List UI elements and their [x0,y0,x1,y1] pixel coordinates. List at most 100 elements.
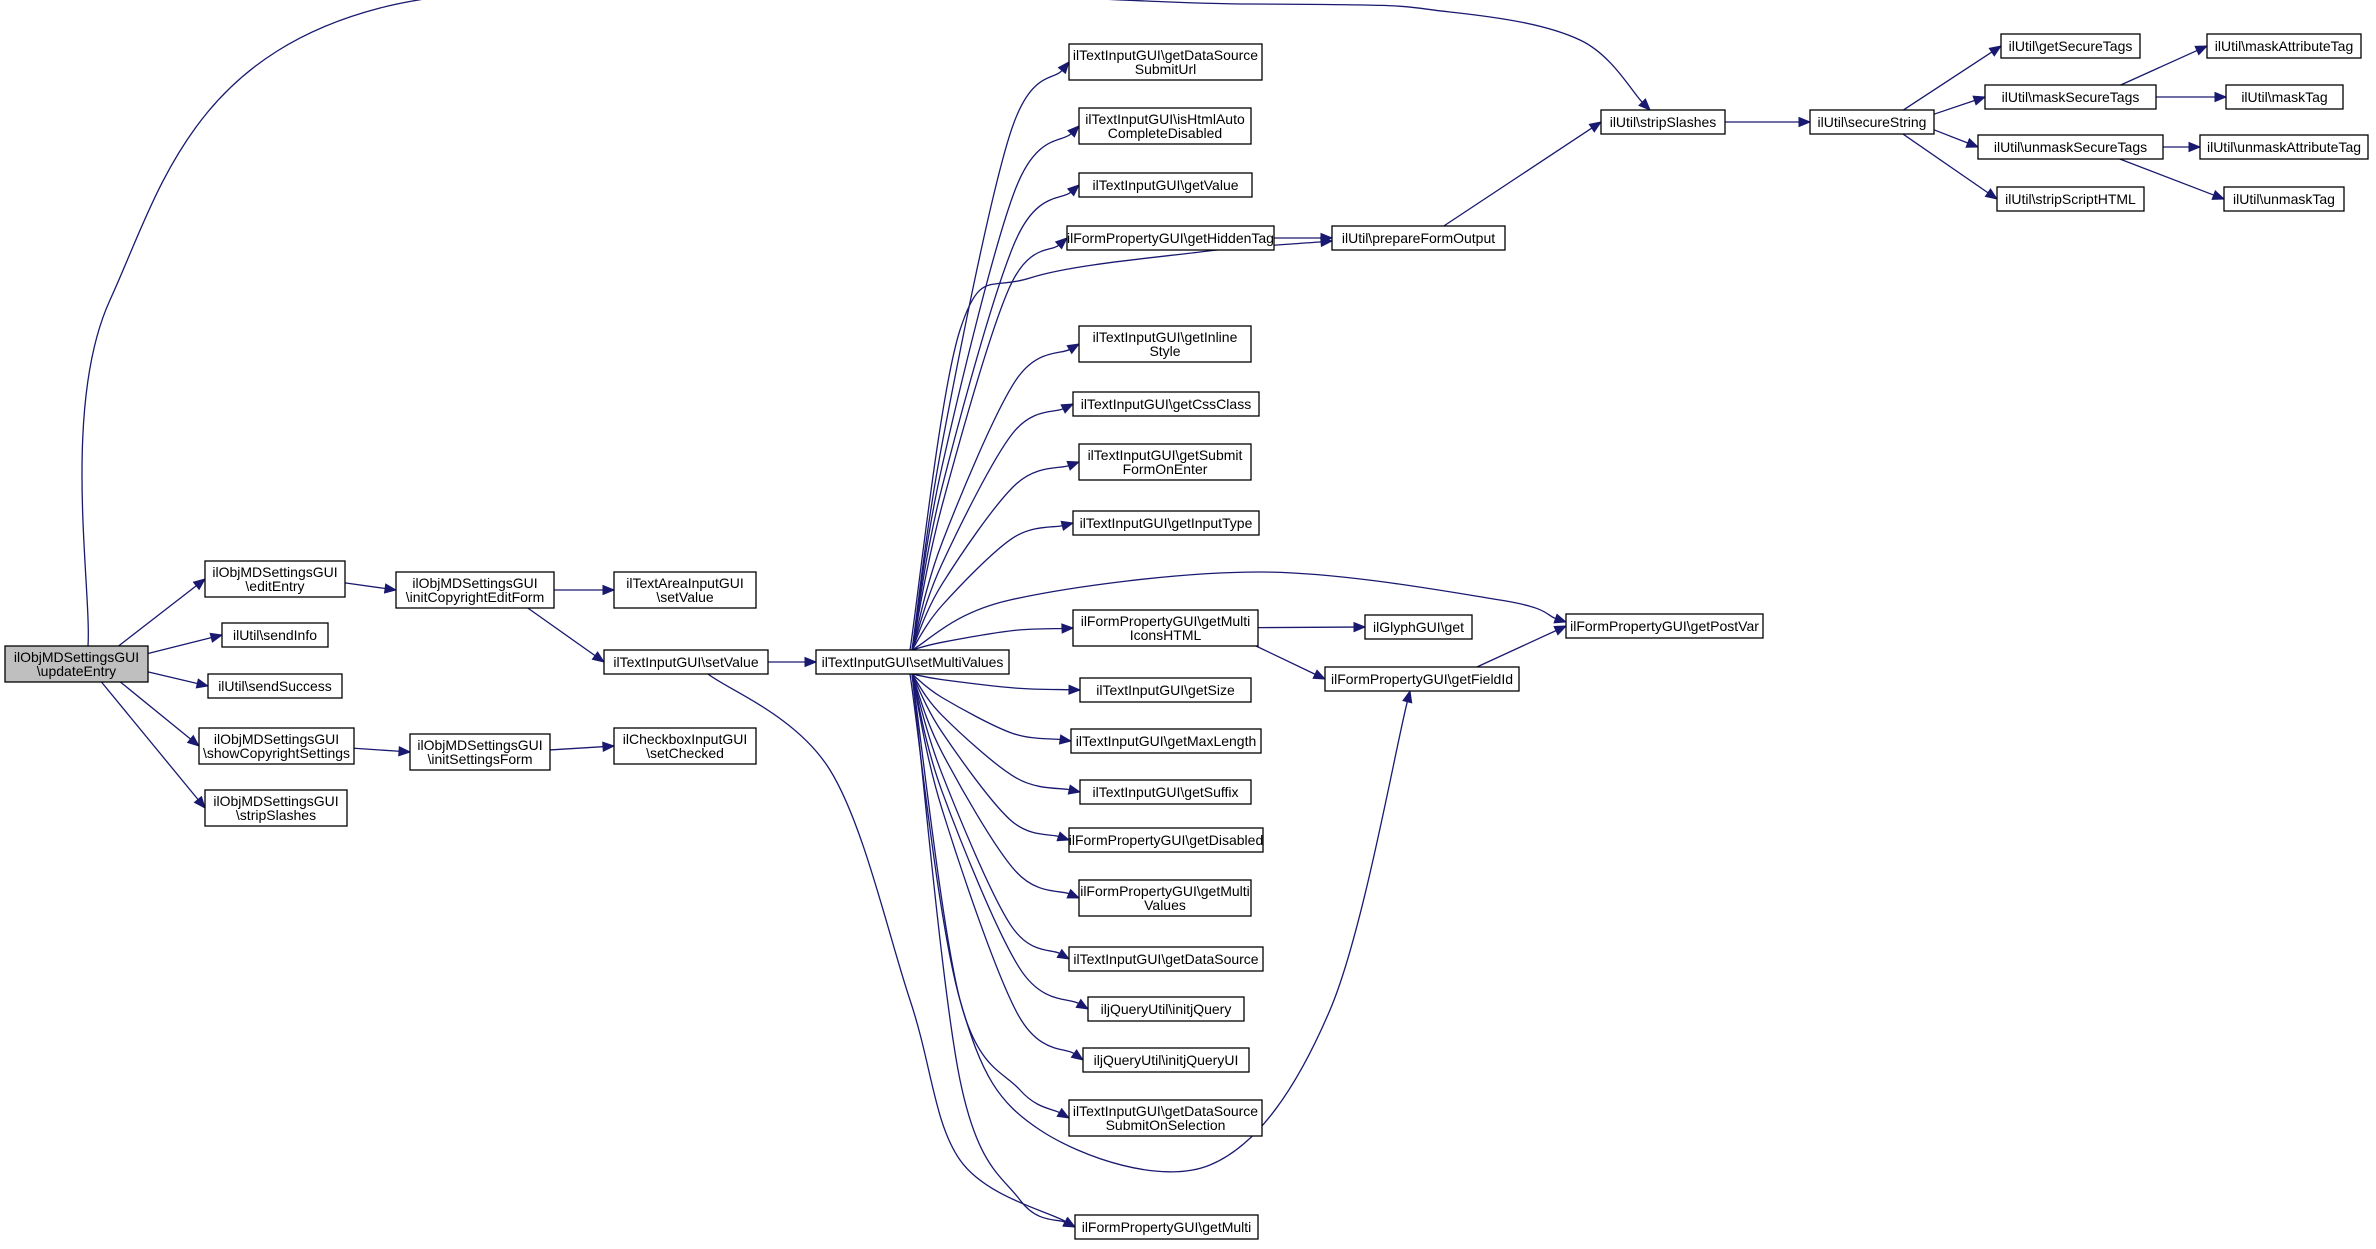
arrowhead-cbSetChecked [602,741,616,752]
node-box[interactable] [204,560,346,598]
node-getSecureTags[interactable]: ilUtil\getSecureTags [2000,33,2141,59]
node-box[interactable] [1078,107,1252,145]
node-label: ilTextInputGUI\getSubmit [1088,447,1243,463]
node-utilStripSlashes[interactable]: ilUtil\stripSlashes [1600,109,1726,135]
node-sendInfo[interactable]: ilUtil\sendInfo [221,622,329,648]
arrowhead-isHtmlAuto [1067,125,1080,138]
node-box[interactable] [1331,225,1506,251]
node-label: Values [1144,897,1186,913]
node-box[interactable] [1074,1214,1259,1240]
node-box[interactable] [603,649,769,675]
node-box[interactable] [1600,109,1726,135]
edge-setMultiValues-to-initjQueryUI [911,673,1075,1055]
node-maskAttributeTag[interactable]: ilUtil\maskAttributeTag [2206,33,2362,59]
node-updateEntry[interactable]: ilObjMDSettingsGUI\updateEntry [4,645,149,683]
node-box[interactable] [1072,510,1260,536]
node-box[interactable] [1078,443,1252,481]
node-unmaskSecureTags[interactable]: ilUtil\unmaskSecureTags [1977,134,2164,160]
node-box[interactable] [1324,666,1520,692]
node-unmaskTag[interactable]: ilUtil\unmaskTag [2223,186,2345,212]
node-maskSecureTags[interactable]: ilUtil\maskSecureTags [1984,84,2157,110]
node-tiSetValue[interactable]: ilTextInputGUI\setValue [603,649,769,675]
node-stripScriptHTML[interactable]: ilUtil\stripScriptHTML [1996,186,2145,212]
node-box[interactable] [207,673,343,699]
node-box[interactable] [2000,33,2141,59]
node-stripSlashesGUI[interactable]: ilObjMDSettingsGUI\stripSlashes [204,789,348,827]
node-isHtmlAuto[interactable]: ilTextInputGUI\isHtmlAutoCompleteDisable… [1078,107,1252,145]
node-getDataSource[interactable]: ilTextInputGUI\getDataSource [1068,946,1264,972]
node-box[interactable] [1068,827,1264,853]
node-getDataSourceSubmitOnSelection[interactable]: ilTextInputGUI\getDataSourceSubmitOnSele… [1068,1099,1263,1137]
node-initjQuery[interactable]: iljQueryUtil\initjQuery [1087,996,1245,1022]
node-box[interactable] [1079,779,1252,805]
node-box[interactable] [1072,391,1260,417]
node-box[interactable] [2206,33,2362,59]
node-box[interactable] [815,649,1010,675]
node-getSize[interactable]: ilTextInputGUI\getSize [1079,677,1252,703]
node-showCopyrightSettings[interactable]: ilObjMDSettingsGUI\showCopyrightSettings [198,727,355,765]
node-box[interactable] [395,571,555,609]
edge-setMultiValues-to-isHtmlAuto [911,133,1072,651]
node-box[interactable] [2199,134,2369,160]
node-box[interactable] [4,645,149,683]
node-getMaxLength[interactable]: ilTextInputGUI\getMaxLength [1070,728,1262,754]
node-box[interactable] [1068,946,1264,972]
node-box[interactable] [1079,677,1252,703]
node-getPostVar[interactable]: ilFormPropertyGUI\getPostVar [1565,613,1764,639]
node-box[interactable] [1996,186,2145,212]
node-getMulti[interactable]: ilFormPropertyGUI\getMulti [1074,1214,1259,1240]
node-taSetValue[interactable]: ilTextAreaInputGUI\setValue [613,571,757,609]
node-label: \updateEntry [37,663,116,679]
node-getValue[interactable]: ilTextInputGUI\getValue [1078,172,1253,198]
node-box[interactable] [1078,879,1252,917]
node-box[interactable] [409,733,551,771]
node-box[interactable] [1977,134,2164,160]
node-label: \setChecked [646,745,724,761]
node-getDisabled[interactable]: ilFormPropertyGUI\getDisabled [1068,827,1264,853]
node-box[interactable] [1072,609,1259,647]
node-box[interactable] [1068,1099,1263,1137]
node-cbSetChecked[interactable]: ilCheckboxInputGUI\setChecked [613,727,757,765]
node-initCopyrightEditForm[interactable]: ilObjMDSettingsGUI\initCopyrightEditForm [395,571,555,609]
node-editEntry[interactable]: ilObjMDSettingsGUI\editEntry [204,560,346,598]
node-box[interactable] [1078,172,1253,198]
node-sendSuccess[interactable]: ilUtil\sendSuccess [207,673,343,699]
node-getSuffix[interactable]: ilTextInputGUI\getSuffix [1079,779,1252,805]
node-initSettingsForm[interactable]: ilObjMDSettingsGUI\initSettingsForm [409,733,551,771]
node-box[interactable] [1070,728,1262,754]
node-getInputType[interactable]: ilTextInputGUI\getInputType [1072,510,1260,536]
node-prepareFormOutput[interactable]: ilUtil\prepareFormOutput [1331,225,1506,251]
node-box[interactable] [1364,614,1473,640]
node-box[interactable] [1066,225,1275,251]
node-box[interactable] [198,727,355,765]
edge-setMultiValues-to-getDataSourceSubmitOnSelection [911,673,1060,1114]
node-getHiddenTag[interactable]: ilFormPropertyGUI\getHiddenTag [1066,225,1275,251]
arrowhead-taSetValue [602,584,616,596]
node-box[interactable] [221,622,329,648]
node-box[interactable] [1984,84,2157,110]
node-maskTag[interactable]: ilUtil\maskTag [2225,84,2344,110]
node-getFieldId[interactable]: ilFormPropertyGUI\getFieldId [1324,666,1520,692]
node-box[interactable] [1565,613,1764,639]
node-box[interactable] [1068,43,1263,81]
node-box[interactable] [1078,325,1252,363]
node-box[interactable] [613,571,757,609]
node-box[interactable] [2225,84,2344,110]
node-box[interactable] [1087,996,1245,1022]
node-unmaskAttributeTag[interactable]: ilUtil\unmaskAttributeTag [2199,134,2369,160]
node-initjQueryUI[interactable]: iljQueryUtil\initjQueryUI [1082,1047,1250,1073]
node-box[interactable] [1809,109,1935,135]
node-box[interactable] [2223,186,2345,212]
node-box[interactable] [204,789,348,827]
node-secureString[interactable]: ilUtil\secureString [1809,109,1935,135]
node-glyphGet[interactable]: ilGlyphGUI\get [1364,614,1473,640]
node-setMultiValues[interactable]: ilTextInputGUI\setMultiValues [815,649,1010,675]
node-box[interactable] [613,727,757,765]
node-getCssClass[interactable]: ilTextInputGUI\getCssClass [1072,391,1260,417]
node-box[interactable] [1082,1047,1250,1073]
